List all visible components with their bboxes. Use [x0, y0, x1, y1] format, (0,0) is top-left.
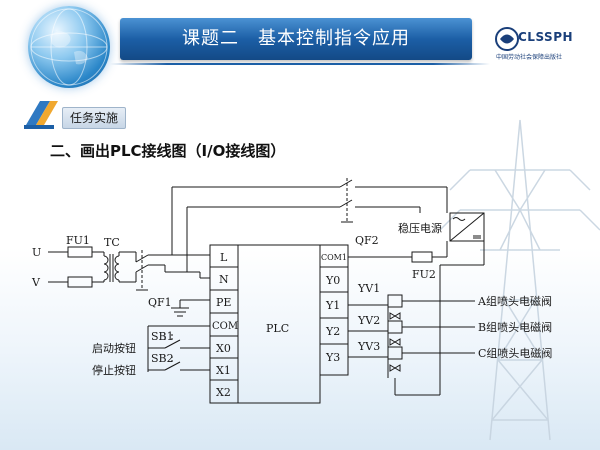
label-valve-b: B组喷头电磁阀 — [478, 320, 552, 334]
page-title: 课题二 基本控制指令应用 — [182, 28, 410, 49]
label-valve-a: A组喷头电磁阀 — [477, 294, 552, 308]
plc-terminal-x1: X1 — [216, 364, 231, 377]
label-tc: TC — [104, 236, 120, 249]
plc-terminal-n: N — [219, 273, 229, 286]
publisher-logo-text: CLSSPH — [518, 30, 574, 44]
plc-terminal-com1: COM1 — [321, 253, 347, 262]
globe-logo — [28, 6, 110, 88]
plc-terminal-com: COM — [212, 321, 238, 332]
label-sb2: SB2 — [151, 352, 174, 365]
header-bar: 课题二 基本控制指令应用 — [120, 18, 472, 60]
plc-terminal-y0: Y0 — [325, 274, 340, 287]
plc-terminal-l: L — [220, 251, 228, 264]
section-heading: 二、画出PLC接线图（I/O接线图） — [50, 142, 286, 160]
label-power-supply: 稳压电源 — [398, 221, 442, 235]
label-sb1: SB1 — [151, 330, 174, 343]
label-yv3: YV3 — [357, 340, 380, 353]
publisher-logo-icon — [495, 27, 519, 51]
label-fu1: FU1 — [66, 234, 90, 247]
label-yv1: YV1 — [357, 282, 380, 295]
publisher-logo: CLSSPH 中国劳动社会保障出版社 — [492, 20, 596, 68]
label-start-button: 启动按钮 — [92, 341, 136, 355]
label-u: U — [32, 246, 41, 259]
label-qf1: QF1 — [148, 296, 172, 309]
plc-terminal-y1: Y1 — [325, 299, 340, 312]
plc-terminal-y2: Y2 — [325, 325, 340, 338]
label-v: V — [31, 276, 41, 289]
plc-name: PLC — [266, 322, 289, 335]
plc-terminal-x2: X2 — [216, 386, 231, 399]
plc-terminal-pe: PE — [216, 296, 231, 309]
label-qf2: QF2 — [355, 234, 379, 247]
power-tower-decoration — [440, 119, 600, 441]
label-yv2: YV2 — [357, 314, 380, 327]
plc-terminal-y3: Y3 — [325, 351, 340, 364]
publisher-logo-subtext: 中国劳动社会保障出版社 — [496, 54, 563, 61]
label-fu2: FU2 — [412, 268, 436, 281]
plc-terminal-x0: X0 — [216, 342, 231, 355]
label-valve-c: C组喷头电磁阀 — [478, 346, 552, 360]
task-label: 任务实施 — [62, 107, 126, 129]
task-arrow-icon — [24, 101, 58, 129]
label-stop-button: 停止按钮 — [92, 363, 136, 377]
header-underline — [110, 63, 490, 65]
